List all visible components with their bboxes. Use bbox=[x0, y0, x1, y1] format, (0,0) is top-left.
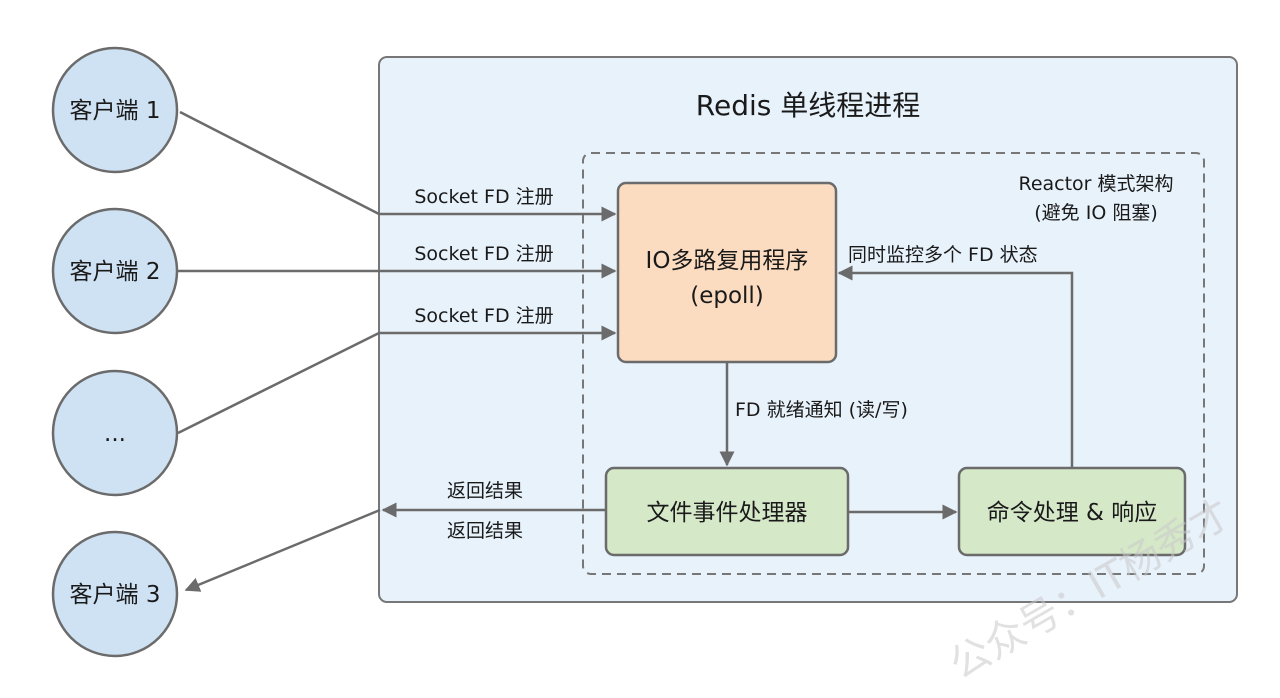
client-2: 客户端 2 bbox=[51, 207, 179, 335]
reactor-sublabel: (避免 IO 阻塞) bbox=[1034, 202, 1157, 224]
label-fd-ready: FD 就绪通知 (读/写) bbox=[735, 399, 908, 421]
svg-text:客户端 3: 客户端 3 bbox=[70, 582, 161, 608]
svg-text:客户端 1: 客户端 1 bbox=[70, 98, 161, 124]
label-monitor: 同时监控多个 FD 状态 bbox=[848, 244, 1038, 266]
edge-client1-register bbox=[179, 110, 617, 222]
edge-return-client3 bbox=[184, 508, 381, 592]
svg-text:IO多路复用程序: IO多路复用程序 bbox=[646, 248, 809, 274]
reactor-box bbox=[582, 152, 1205, 575]
svg-text:...: ... bbox=[104, 421, 126, 447]
edge-clientmore-register bbox=[177, 325, 617, 435]
edge-monitor bbox=[837, 265, 1074, 468]
command-handler-node: 命令处理 & 响应 bbox=[957, 466, 1187, 557]
client-more: ... bbox=[51, 369, 179, 497]
label-register-2: Socket FD 注册 bbox=[414, 243, 553, 265]
reactor-label: Reactor 模式架构 bbox=[1018, 173, 1173, 195]
client-1: 客户端 1 bbox=[51, 46, 179, 174]
svg-text:文件事件处理器: 文件事件处理器 bbox=[647, 500, 808, 526]
svg-text:(epoll): (epoll) bbox=[690, 283, 764, 309]
svg-text:命令处理 & 响应: 命令处理 & 响应 bbox=[987, 500, 1158, 526]
process-title: Redis 单线程进程 bbox=[696, 89, 920, 122]
label-register-1: Socket FD 注册 bbox=[414, 186, 553, 208]
label-return-1: 返回结果 bbox=[447, 480, 523, 502]
client-3: 客户端 3 bbox=[51, 530, 179, 658]
file-event-handler-node: 文件事件处理器 bbox=[604, 466, 850, 557]
io-multiplexer-node: IO多路复用程序 (epoll) bbox=[616, 181, 838, 364]
label-register-3: Socket FD 注册 bbox=[414, 305, 553, 327]
svg-text:客户端 2: 客户端 2 bbox=[70, 259, 161, 285]
label-return-2: 返回结果 bbox=[447, 520, 523, 542]
